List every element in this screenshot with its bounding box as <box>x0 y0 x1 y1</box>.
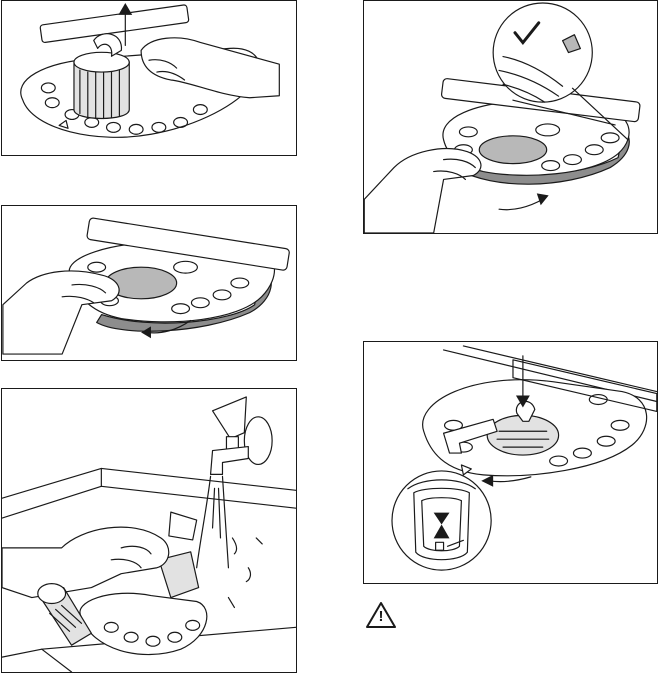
tap-spout <box>211 447 249 475</box>
flat-filter <box>479 136 546 164</box>
up-arrow-icon <box>118 3 132 15</box>
step-illustration-lift-filter <box>1 0 297 156</box>
rinse-filters-drawing <box>2 389 296 672</box>
rotate-arrow-icon <box>481 475 493 487</box>
rotate-arrow-icon <box>537 193 549 205</box>
warning-symbol: ! <box>365 609 397 625</box>
filter-base <box>80 593 207 654</box>
detail-magnifier <box>493 3 592 102</box>
step-illustration-rinse-filters <box>1 388 297 673</box>
lock-filter-drawing <box>364 342 657 583</box>
hand <box>2 527 169 597</box>
rotate-arrow <box>499 199 543 209</box>
rotate-flat-filter-drawing <box>2 206 296 360</box>
step-illustration-rotate-flat-filter <box>1 205 297 361</box>
reinstall-flat-filter-drawing <box>364 1 657 233</box>
step-illustration-reinstall-flat-filter <box>363 0 658 234</box>
warning-triangle-icon: ! <box>365 600 397 630</box>
tap-handle <box>213 397 247 439</box>
lift-filter-drawing <box>2 1 296 155</box>
rotate-arrow <box>489 477 531 482</box>
coarse-filter-handle <box>169 512 197 540</box>
step-illustration-lock-filter <box>363 341 658 584</box>
